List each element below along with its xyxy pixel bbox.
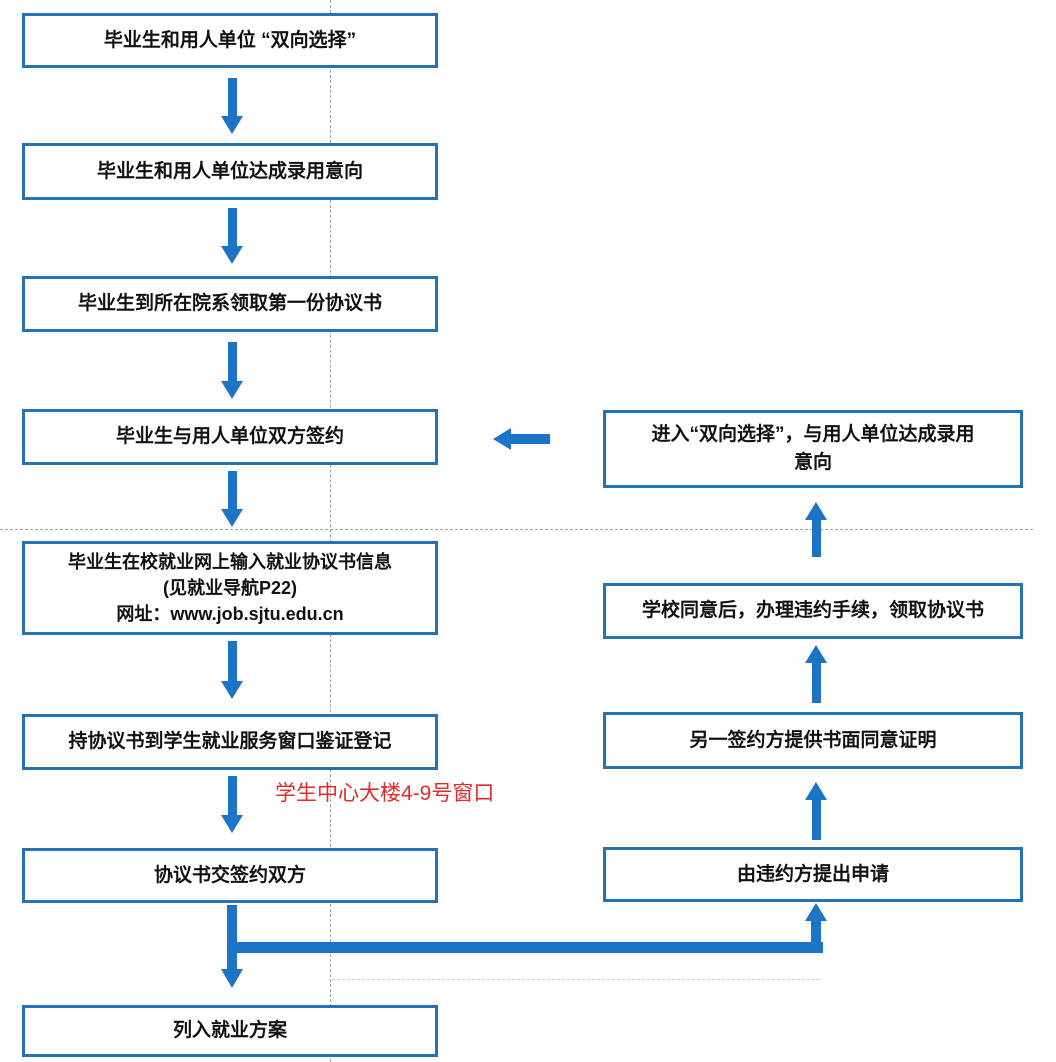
flow-step-employment-plan: 列入就业方案 xyxy=(22,1005,438,1057)
down-arrow-6 xyxy=(221,776,243,833)
flow-step-breach-application: 由违约方提出申请 xyxy=(603,847,1023,902)
down-arrow-5 xyxy=(221,641,243,699)
flow-step-get-first-agreement: 毕业生到所在院系领取第一份协议书 xyxy=(22,276,438,332)
vertical-dotted-guide xyxy=(330,0,331,1062)
down-arrow-3 xyxy=(221,342,243,399)
horizontal-dotted-guide xyxy=(0,529,1033,530)
flow-step-mutual-selection: 毕业生和用人单位 “双向选择” xyxy=(22,13,438,68)
flow-step-school-approval: 学校同意后，办理违约手续，领取协议书 xyxy=(603,583,1023,639)
down-arrow-2 xyxy=(221,208,243,264)
flow-step-written-consent: 另一签约方提供书面同意证明 xyxy=(603,712,1023,769)
flow-step-reenter-selection: 进入“双向选择”，与用人单位达成录用 意向 xyxy=(603,410,1023,488)
left-arrow xyxy=(493,428,550,450)
flow-step-employment-intention: 毕业生和用人单位达成录用意向 xyxy=(22,143,438,200)
down-arrow-7-shaft xyxy=(227,905,237,969)
branch-connector-vertical xyxy=(811,920,821,953)
branch-connector-horizontal xyxy=(227,942,823,953)
flow-step-deliver-agreement: 协议书交签约双方 xyxy=(22,848,438,903)
flow-step-enter-agreement-online: 毕业生在校就业网上输入就业协议书信息 (见就业导航P22) 网址：www.job… xyxy=(22,541,438,635)
down-arrow-1 xyxy=(221,78,243,134)
flow-step-window-registration: 持协议书到学生就业服务窗口鉴证登记 xyxy=(22,714,438,770)
horizontal-dotted-guide-faint xyxy=(332,979,820,980)
up-arrow-4-head xyxy=(805,903,827,921)
up-arrow-1 xyxy=(805,502,827,557)
flow-step-sign-agreement: 毕业生与用人单位双方签约 xyxy=(22,409,438,465)
down-arrow-7-head xyxy=(221,969,243,988)
down-arrow-4 xyxy=(221,471,243,527)
window-location-annotation: 学生中心大楼4-9号窗口 xyxy=(275,782,495,805)
up-arrow-3 xyxy=(805,782,827,840)
up-arrow-2 xyxy=(805,645,827,703)
